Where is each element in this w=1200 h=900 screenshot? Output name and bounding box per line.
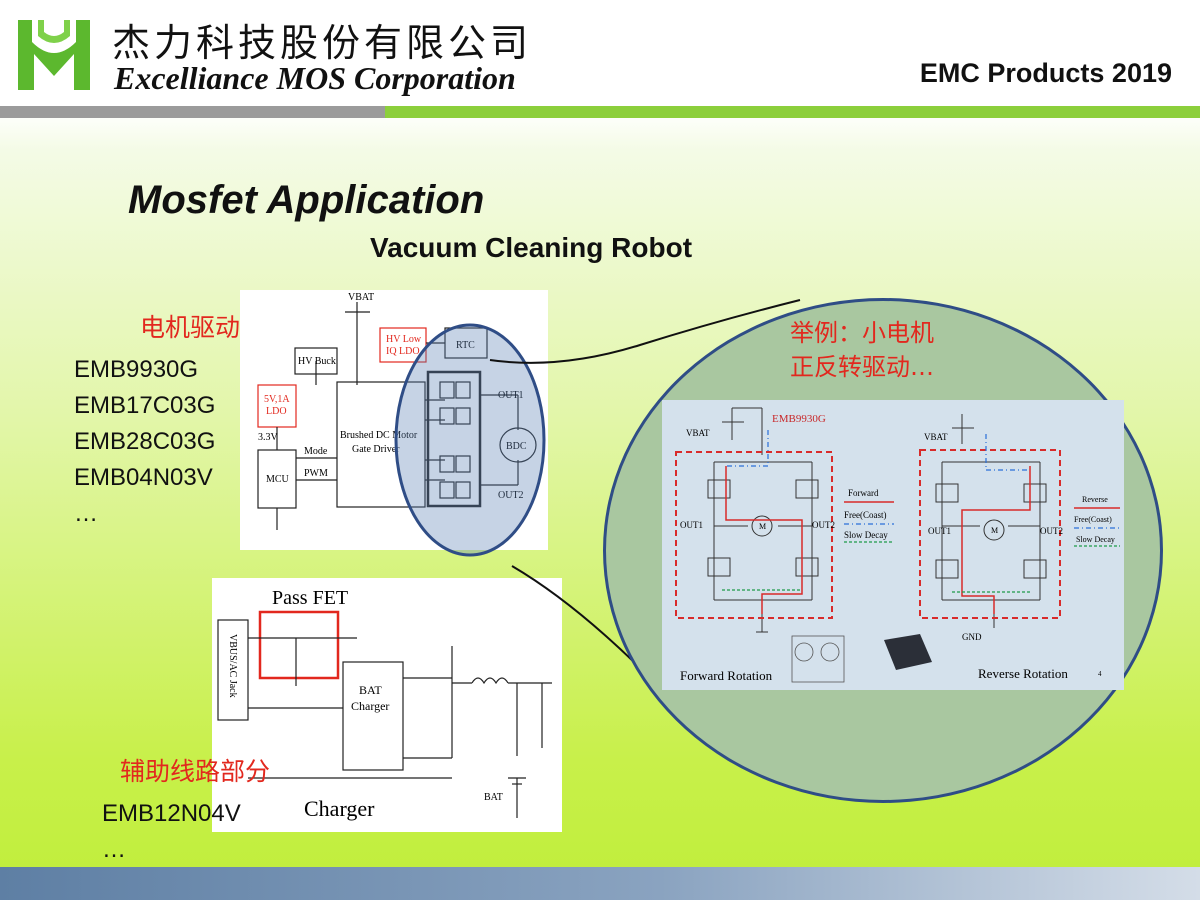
- list-item: EMB04N03V: [74, 464, 213, 491]
- slide-title: Mosfet Application: [128, 178, 485, 222]
- label-ldo-1: 5V,1A: [264, 394, 290, 405]
- list-item: EMB28C03G: [74, 428, 216, 455]
- label-vbat-right: VBAT: [924, 432, 948, 442]
- list-item: …: [102, 836, 126, 863]
- legend-slow-decay: Slow Decay: [844, 530, 888, 540]
- label-driver-2: Gate Driver: [352, 444, 400, 455]
- list-item: EMB17C03G: [74, 392, 216, 419]
- page-number: 4: [1098, 670, 1102, 678]
- label-ldo-2: LDO: [266, 406, 287, 417]
- label-out1-right: OUT1: [928, 526, 951, 536]
- h-bridge-diagram: EMB9930G VBAT OUT1 OUT2 M Forward Free(C…: [662, 400, 1124, 690]
- label-out1-left: OUT1: [680, 520, 703, 530]
- label-motor-left: M: [759, 522, 766, 531]
- label-rtc: RTC: [456, 340, 475, 351]
- label-hv-ldo-2: IQ LDO: [386, 346, 420, 357]
- company-name-chinese: 杰力科技股份有限公司: [112, 21, 533, 65]
- label-bat: BAT: [484, 792, 503, 803]
- list-item: EMB9930G: [74, 356, 199, 383]
- slide-subtitle: Vacuum Cleaning Robot: [370, 232, 693, 263]
- legend-free-coast: Free(Coast): [844, 510, 887, 520]
- label-driver-1: Brushed DC Motor: [340, 430, 418, 441]
- label-out2: OUT2: [498, 490, 524, 501]
- label-bdc: BDC: [506, 441, 527, 452]
- label-bat-charger-1: BAT: [359, 683, 382, 697]
- label-out1: OUT1: [498, 390, 524, 401]
- company-name-english: Excelliance MOS Corporation: [114, 60, 516, 96]
- label-pass-fet: Pass FET: [272, 587, 348, 609]
- report-title: EMC Products 2019: [919, 58, 1172, 88]
- label-vbus: VBUS/AC Jack: [227, 634, 238, 698]
- label-3v3: 3.3V: [258, 432, 279, 443]
- label-motor-right: M: [991, 526, 998, 535]
- legend-free-coast-right: Free(Coast): [1074, 515, 1112, 524]
- aux-part-list: EMB12N04V …: [102, 796, 241, 868]
- legend-reverse: Reverse: [1082, 495, 1108, 504]
- charger-diagram: Pass FET VBUS/AC Jack BAT Charger BAT Ch…: [212, 578, 562, 832]
- forward-rotation-caption: Forward Rotation: [680, 668, 773, 683]
- aux-circuit-heading: 辅助线路部分: [120, 757, 271, 786]
- company-logo-icon: [14, 14, 94, 96]
- footer-bar: [0, 867, 1200, 900]
- label-out2-left: OUT2: [812, 520, 835, 530]
- example-note: 举例：小电机 正反转驱动…: [790, 316, 934, 384]
- label-vbat-left: VBAT: [686, 428, 710, 438]
- label-mode: Mode: [304, 446, 328, 457]
- legend-forward: Forward: [848, 488, 879, 498]
- legend-slow-decay-right: Slow Decay: [1076, 535, 1115, 544]
- header-divider-gray: [0, 106, 385, 118]
- example-note-line-1: 举例：小电机: [790, 319, 934, 347]
- header: [0, 0, 1200, 118]
- example-note-line-2: 正反转驱动…: [790, 353, 934, 381]
- label-pwm: PWM: [304, 468, 328, 479]
- label-vbat: VBAT: [348, 292, 374, 303]
- label-out2-right: OUT2: [1040, 526, 1063, 536]
- list-item: EMB12N04V: [102, 800, 241, 827]
- label-gnd: GND: [962, 632, 982, 642]
- label-bat-charger-2: Charger: [351, 699, 389, 713]
- label-mcu: MCU: [266, 474, 290, 485]
- motor-part-list: EMB9930G EMB17C03G EMB28C03G EMB04N03V …: [74, 352, 215, 532]
- reverse-rotation-caption: Reverse Rotation: [978, 666, 1068, 681]
- list-item: …: [74, 500, 98, 527]
- label-hv-buck: HV Buck: [298, 356, 336, 367]
- label-hv-ldo-1: HV Low: [386, 334, 422, 345]
- charger-caption: Charger: [304, 796, 375, 821]
- h-bridge-part-label: EMB9930G: [772, 413, 826, 425]
- header-divider-green: [385, 106, 1200, 118]
